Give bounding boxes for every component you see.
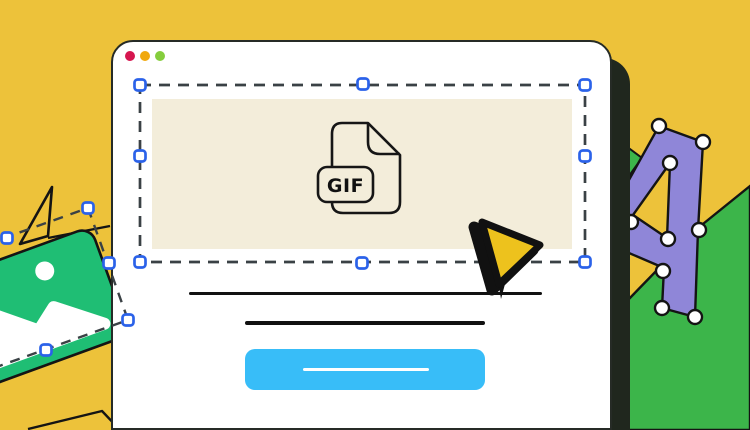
button-label-placeholder bbox=[303, 368, 429, 371]
selection-handle-bottom-left[interactable] bbox=[133, 255, 147, 269]
selection-handle[interactable] bbox=[102, 256, 116, 270]
vector-anchor-points[interactable] bbox=[622, 117, 712, 326]
primary-button[interactable] bbox=[245, 349, 485, 390]
selection-handle[interactable] bbox=[0, 231, 14, 245]
close-button[interactable] bbox=[125, 51, 135, 61]
selection-handles[interactable] bbox=[133, 77, 592, 270]
media-placeholder[interactable] bbox=[152, 99, 572, 249]
bottom-triangle-shape bbox=[27, 409, 121, 430]
selection-handle-mid-left[interactable] bbox=[133, 149, 147, 163]
anchor-point[interactable] bbox=[661, 154, 679, 172]
window-titlebar[interactable] bbox=[113, 42, 610, 70]
anchor-point[interactable] bbox=[686, 308, 704, 326]
app-window bbox=[111, 40, 612, 430]
anchor-point[interactable] bbox=[690, 221, 708, 239]
selection-handle-top-center[interactable] bbox=[356, 77, 370, 91]
selection-handle-mid-right[interactable] bbox=[578, 149, 592, 163]
photo-card-selection-handles[interactable] bbox=[0, 201, 135, 357]
selection-handle[interactable] bbox=[121, 313, 135, 327]
anchor-point[interactable] bbox=[659, 230, 677, 248]
selection-handle-top-left[interactable] bbox=[133, 78, 147, 92]
selection-handle-bottom-right[interactable] bbox=[578, 255, 592, 269]
anchor-point[interactable] bbox=[654, 262, 672, 280]
zoom-button[interactable] bbox=[155, 51, 165, 61]
minimize-button[interactable] bbox=[140, 51, 150, 61]
selection-handle-bottom-center[interactable] bbox=[355, 256, 369, 270]
selection-handle[interactable] bbox=[39, 343, 53, 357]
spike-triangle-shape bbox=[18, 185, 54, 246]
anchor-point[interactable] bbox=[650, 117, 668, 135]
text-placeholder-line bbox=[245, 321, 485, 325]
anchor-point[interactable] bbox=[653, 299, 671, 317]
selection-handle[interactable] bbox=[81, 201, 95, 215]
anchor-point[interactable] bbox=[694, 133, 712, 151]
selection-handle-top-right[interactable] bbox=[578, 78, 592, 92]
traffic-lights bbox=[125, 51, 165, 61]
text-placeholder-line bbox=[189, 292, 542, 295]
